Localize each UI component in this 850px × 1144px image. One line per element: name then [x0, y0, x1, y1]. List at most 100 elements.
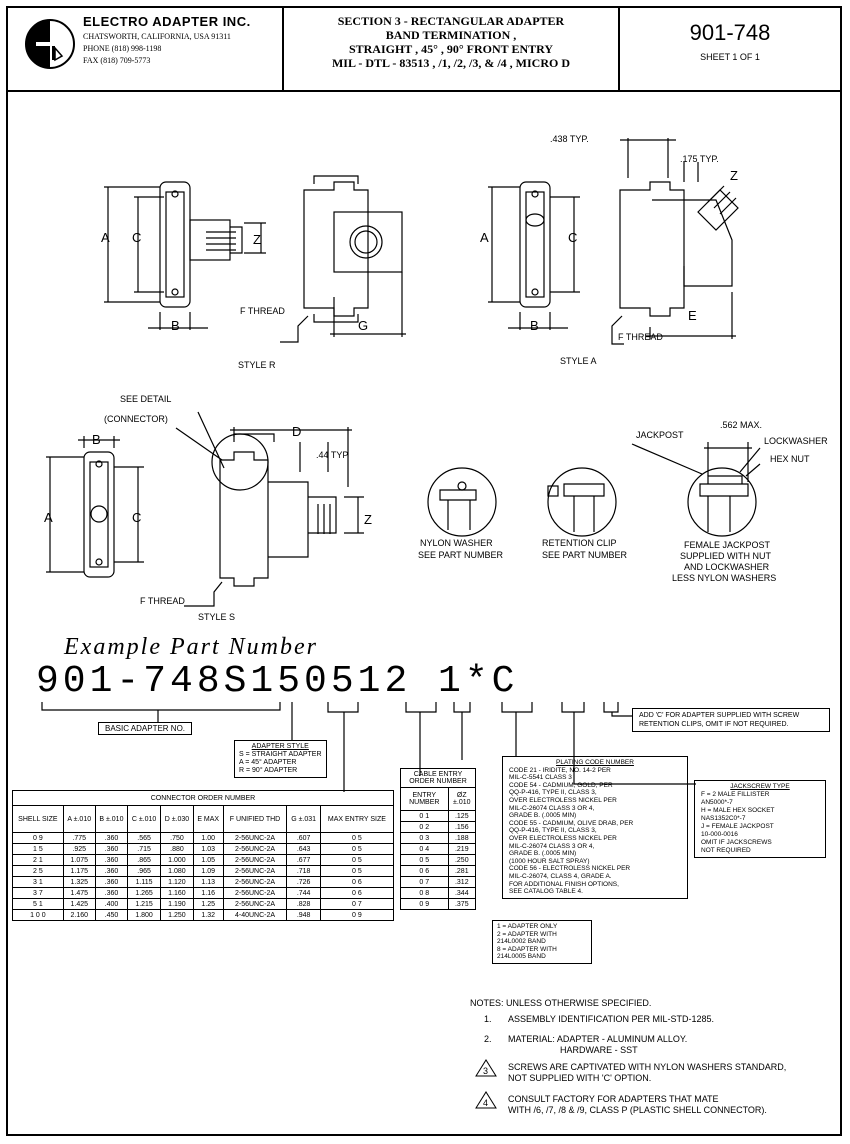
label-hex-nut: HEX NUT — [770, 454, 810, 464]
note-4b: WITH /6, /7, /8 & /9, CLASS P (PLASTIC S… — [508, 1105, 767, 1115]
table-row: 0 9.375 — [400, 898, 477, 910]
text-line: 10-000-0016 — [701, 831, 738, 838]
company-name: ELECTRO ADAPTER INC. — [83, 14, 251, 29]
table-row: 0 2.156 — [400, 821, 477, 833]
company-fax: FAX (818) 709-5773 — [83, 56, 151, 65]
table-cell: 1.03 — [192, 843, 224, 855]
label-see-part-1: SEE PART NUMBER — [418, 550, 504, 560]
table-cell: 0 5 — [400, 854, 449, 866]
text-line: MIL-C-26074 CLASS 3 OR 4, — [509, 842, 595, 850]
label-lockwasher: LOCKWASHER — [764, 436, 828, 446]
label-b-s: B — [92, 432, 101, 447]
part-number-block: 901-748 SHEET 1 OF 1 — [620, 8, 840, 92]
label-d-s: D — [292, 424, 302, 439]
text-line: 214L0002 BAND — [497, 938, 546, 945]
label-a-r: A — [101, 230, 110, 245]
connector-header-cell: G ±.031 — [286, 805, 321, 833]
table-cell: .360 — [94, 865, 129, 877]
note-3b: NOT SUPPLIED WITH 'C' OPTION. — [508, 1073, 652, 1083]
text-line: AN5000*-7 — [701, 799, 733, 806]
label-connector: (CONNECTOR) — [104, 414, 168, 424]
table-cell: 0 7 — [319, 898, 395, 910]
table-cell: 0 2 — [400, 821, 449, 833]
note-3-number: 3 — [483, 1066, 488, 1076]
note-2b: HARDWARE - SST — [560, 1045, 638, 1055]
table-cell: .450 — [94, 909, 129, 921]
note-4a: CONSULT FACTORY FOR ADAPTERS THAT MATE — [508, 1094, 719, 1104]
text-line: NAS1352C0*-7 — [701, 815, 746, 822]
table-cell: 2-56UNC-2A — [222, 865, 288, 877]
c-option-box: ADD 'C' FOR ADAPTER SUPPLIED WITH SCREW … — [632, 708, 831, 732]
title-block: SECTION 3 - RECTANGULAR ADAPTER BAND TER… — [284, 8, 620, 92]
table-cell: 5 1 — [12, 898, 64, 910]
cable-table-title: CABLE ENTRY ORDER NUMBER — [400, 768, 476, 788]
table-cell: 1.05 — [192, 854, 224, 866]
table-cell: 1.120 — [160, 876, 194, 888]
table-cell: 1.265 — [127, 887, 162, 899]
c-note-1: ADD 'C' FOR ADAPTER SUPPLIED WITH SCREW — [639, 712, 800, 719]
label-dim-44: .44 TYP — [316, 450, 349, 460]
style-r-front-view — [104, 181, 266, 330]
table-cell: 0 4 — [400, 843, 449, 855]
table-cell: 0 6 — [319, 887, 395, 899]
table-cell: 0 7 — [400, 876, 449, 888]
adapter-style-title: ADAPTER STYLE — [251, 743, 309, 750]
label-b-r: B — [171, 318, 180, 333]
table-cell: 1.190 — [160, 898, 194, 910]
table-cell: .677 — [286, 854, 321, 866]
text-line: GRADE B. (.0005 MIN) — [509, 850, 577, 858]
part-number: 901-748 — [689, 20, 771, 45]
text-line: MIL-C-5541 CLASS 3 — [509, 774, 572, 782]
table-cell: 0 9 — [400, 898, 449, 910]
text-line: (1000 HOUR SALT SPRAY) — [509, 857, 590, 865]
example-number: 901-748S150512 1*C — [36, 660, 519, 703]
table-cell: 0 5 — [319, 865, 395, 877]
text-line: 214L0005 BAND — [497, 953, 546, 960]
note-3a: SCREWS ARE CAPTIVATED WITH NYLON WASHERS… — [508, 1062, 787, 1072]
note-4-triangle-icon: 4 — [475, 1091, 497, 1109]
table-cell: 2-56UNC-2A — [222, 898, 288, 910]
table-cell: 1.250 — [160, 909, 194, 921]
table-cell: .643 — [286, 843, 321, 855]
label-a-s: A — [44, 510, 53, 525]
table-cell: 1.160 — [160, 887, 194, 899]
table-cell: 1.25 — [192, 898, 224, 910]
example-title: Example Part Number — [64, 634, 318, 660]
adapter-style-a: A = 45° ADAPTER — [239, 759, 297, 766]
note-2-number: 2. — [484, 1034, 492, 1044]
table-cell: 1.800 — [127, 909, 162, 921]
table-cell: 1.32 — [192, 909, 224, 921]
text-line: SEE CATALOG TABLE 4. — [509, 888, 583, 896]
text-line: MIL-C-26074, CLASS 4, GRADE A. — [509, 872, 612, 880]
table-cell: 0 5 — [319, 843, 395, 855]
note-1: ASSEMBLY IDENTIFICATION PER MIL-STD-1285… — [508, 1014, 715, 1024]
text-line: OMIT IF JACKSCREWS — [701, 839, 772, 846]
basic-adapter-box: BASIC ADAPTER NO. — [98, 722, 193, 735]
table-cell: .360 — [94, 832, 129, 844]
table-cell: 0 5 — [319, 854, 395, 866]
table-cell: .865 — [127, 854, 162, 866]
label-f-thread-s: F THREAD — [140, 596, 185, 606]
connector-header-cell: E MAX — [192, 805, 224, 833]
text-line: CODE 56 - ELECTROLESS NICKEL PER — [509, 865, 631, 873]
title-line-2: BAND TERMINATION , — [385, 28, 517, 42]
table-cell: 0 8 — [400, 887, 449, 899]
label-c-a: C — [568, 230, 578, 245]
connector-header-cell: A ±.010 — [62, 805, 96, 833]
text-line: F = 2 MALE FILLISTER — [701, 791, 770, 798]
label-retention-clip: RETENTION CLIP — [542, 538, 617, 548]
technical-drawings — [46, 138, 761, 607]
table-cell: 0 5 — [319, 832, 395, 844]
company-address: CHATSWORTH, CALIFORNIA, USA 91311 — [83, 32, 231, 41]
label-style-a: STYLE A — [560, 356, 597, 366]
table-cell: .715 — [127, 843, 162, 855]
cable-header-cell: ØZ ±.010 — [447, 787, 477, 811]
label-z-s: Z — [364, 512, 372, 527]
